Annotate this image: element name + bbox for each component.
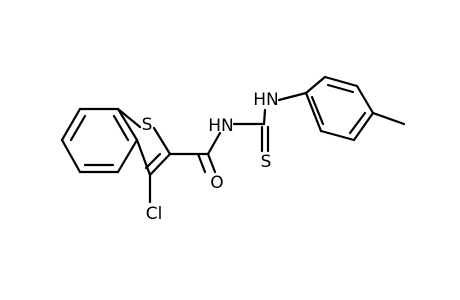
- bond: [196, 152, 207, 174]
- amide-nh-label: HN: [208, 116, 234, 136]
- bond: [116, 107, 139, 142]
- bond: [152, 126, 172, 156]
- bond: [60, 107, 82, 142]
- bond: [304, 75, 327, 95]
- bond: [206, 152, 217, 174]
- atom-labels: S O Cl HN HN S: [142, 90, 279, 224]
- bond: [319, 129, 356, 142]
- bond: [326, 83, 355, 94]
- bond: [323, 75, 359, 88]
- sulfur-atom-label: S: [142, 115, 153, 135]
- bond: [116, 138, 139, 174]
- chlorine-atom-label: Cl: [146, 204, 163, 224]
- oxygen-atom-label: O: [210, 173, 223, 193]
- bond: [262, 108, 267, 126]
- bond: [69, 114, 87, 142]
- bonds: [60, 75, 406, 204]
- bond: [144, 152, 162, 170]
- bond: [348, 111, 367, 135]
- bond: [371, 111, 406, 126]
- bond: [277, 91, 308, 102]
- bond: [112, 114, 130, 142]
- thiourea-nh-label: HN: [253, 90, 279, 110]
- thione-sulfur-label: S: [261, 152, 272, 172]
- bond: [116, 107, 142, 129]
- bond: [148, 152, 172, 177]
- bond: [135, 138, 152, 177]
- bond: [310, 95, 325, 126]
- bond: [60, 138, 82, 174]
- bond: [355, 84, 375, 115]
- bond: [206, 131, 222, 156]
- bond: [352, 111, 375, 142]
- bond: [304, 91, 323, 133]
